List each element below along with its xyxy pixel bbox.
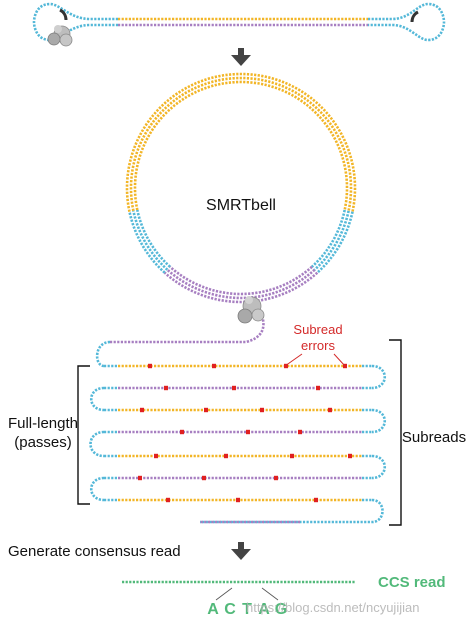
subread-error-mark [284,363,288,369]
polymerase-blob-icon [47,25,73,47]
generate-consensus-label: Generate consensus read [8,543,181,560]
subread-error-mark [212,363,216,369]
subreads-bracket: Subreads [389,339,466,526]
consensus-base: G [275,601,287,618]
full-length-label-line2: (passes) [14,434,72,451]
hairpin-caps [59,8,419,23]
consensus-base: A [258,601,270,618]
error-pointer-line [333,353,346,367]
consensus-base: T [242,601,252,618]
circle-adapter-arc [128,211,166,274]
subread-error-mark [164,385,168,391]
right-adapter-hairpin [368,2,446,42]
u-turn-left [95,340,111,368]
u-turn-right [371,364,387,390]
circle-adapter-arc [316,211,354,274]
circle-adapter-arc [132,210,169,271]
circle-dna-strands [110,72,357,344]
circle-insert-arc [125,72,357,212]
circle-complement-arc [163,271,319,304]
subread-errors-label-line2: errors [301,338,335,353]
polymerase-blob-icon [237,296,265,324]
subread-errors-label-line1: Subread [293,322,342,337]
circle-adapter-arc [136,209,171,268]
circle-insert-arc [133,80,349,211]
error-pointer-line [284,353,303,367]
linear-smrtbell [32,2,446,47]
hairpin-cap-right [410,10,419,23]
subread-error-mark [298,429,302,435]
subread-error-mark [348,453,352,459]
top-dna-strands [32,2,446,42]
hairpin-cap-left [59,8,68,21]
subread-error-mark [260,407,264,413]
subread-error-mark [328,407,332,413]
subreads-label: Subreads [402,429,466,446]
circle-insert-arc [129,76,353,212]
subread-serpentine [89,340,387,524]
u-turn-left [89,476,105,502]
subread-errors-annotation: Subread errors [284,322,346,367]
subread-error-mark [166,497,170,503]
subread-error-mark [314,497,318,503]
circle-complement-arc [169,265,313,296]
subread-error-mark [316,385,320,391]
down-arrow-icon [231,48,251,66]
down-arrow-icon [231,542,251,560]
subread-error-mark [138,475,142,481]
subread-strands [89,340,387,524]
final-tail [200,498,384,524]
consensus-base: A [207,601,219,618]
u-turn-right [371,454,387,480]
subread-error-mark [290,453,294,459]
circular-smrtbell: SMRTbell [110,72,357,344]
subread-error-mark [236,497,240,503]
subread-error-mark [154,453,158,459]
u-turn-left [89,386,105,412]
subread-error-mark [148,363,152,369]
subread-error-mark [224,453,228,459]
leaving-strand [110,315,265,344]
subread-error-mark [274,475,278,481]
consensus-base: C [224,601,236,618]
zoom-line-right [261,587,279,601]
ccs-read-label: CCS read [378,574,446,591]
u-turn-right [371,408,387,434]
full-length-label-line1: Full-length [8,415,78,432]
full-length-bracket: Full-length (passes) [8,365,90,505]
circle-complement-arc [166,268,316,300]
left-adapter-hairpin [32,2,118,42]
subread-error-mark [204,407,208,413]
circle-adapter-arc [313,210,350,271]
subread-error-mark [246,429,250,435]
circle-adapter-arc [311,209,346,268]
subread-error-mark [140,407,144,413]
u-turn-left [89,430,105,458]
subread-error-mark [232,385,236,391]
subread-error-mark [202,475,206,481]
watermark-text: https://blog.csdn.net/ncyujijian [246,600,419,615]
smrtbell-label: SMRTbell [206,197,276,214]
subread-error-mark [180,429,184,435]
zoom-line-left [215,587,233,601]
